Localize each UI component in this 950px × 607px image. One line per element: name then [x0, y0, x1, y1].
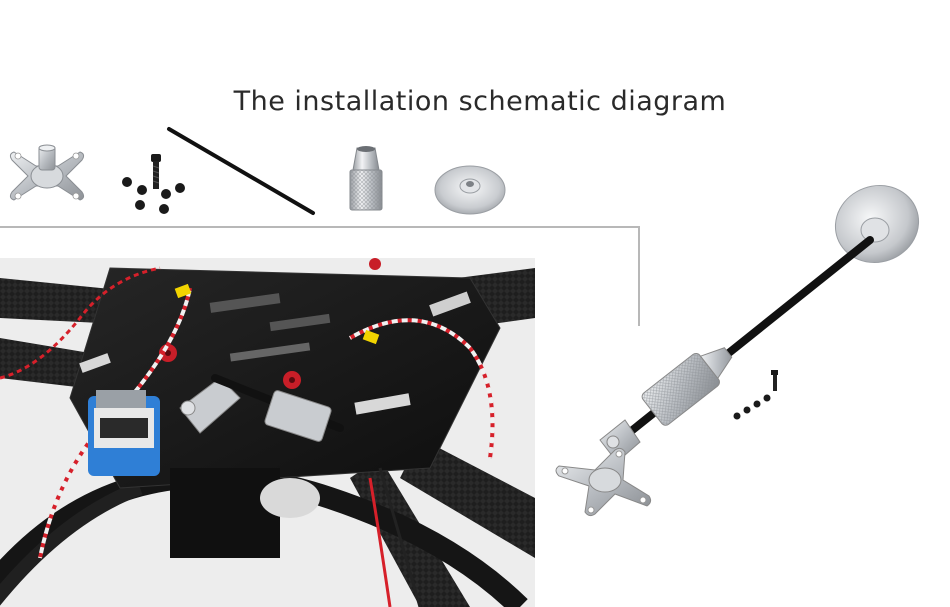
frame-line-horizontal [0, 226, 640, 228]
carbon-rod-icon [165, 125, 320, 220]
assembled-gps-mast [545, 180, 950, 540]
cross-base-icon [6, 140, 88, 212]
knurled-sleeve-icon [344, 144, 388, 214]
frame-line-vertical [638, 226, 640, 326]
gps-plate-icon [432, 160, 508, 216]
page-title: The installation schematic diagram [233, 86, 727, 117]
screws-and-nuts-icon [118, 150, 193, 216]
drone-mount-photo [0, 258, 535, 607]
